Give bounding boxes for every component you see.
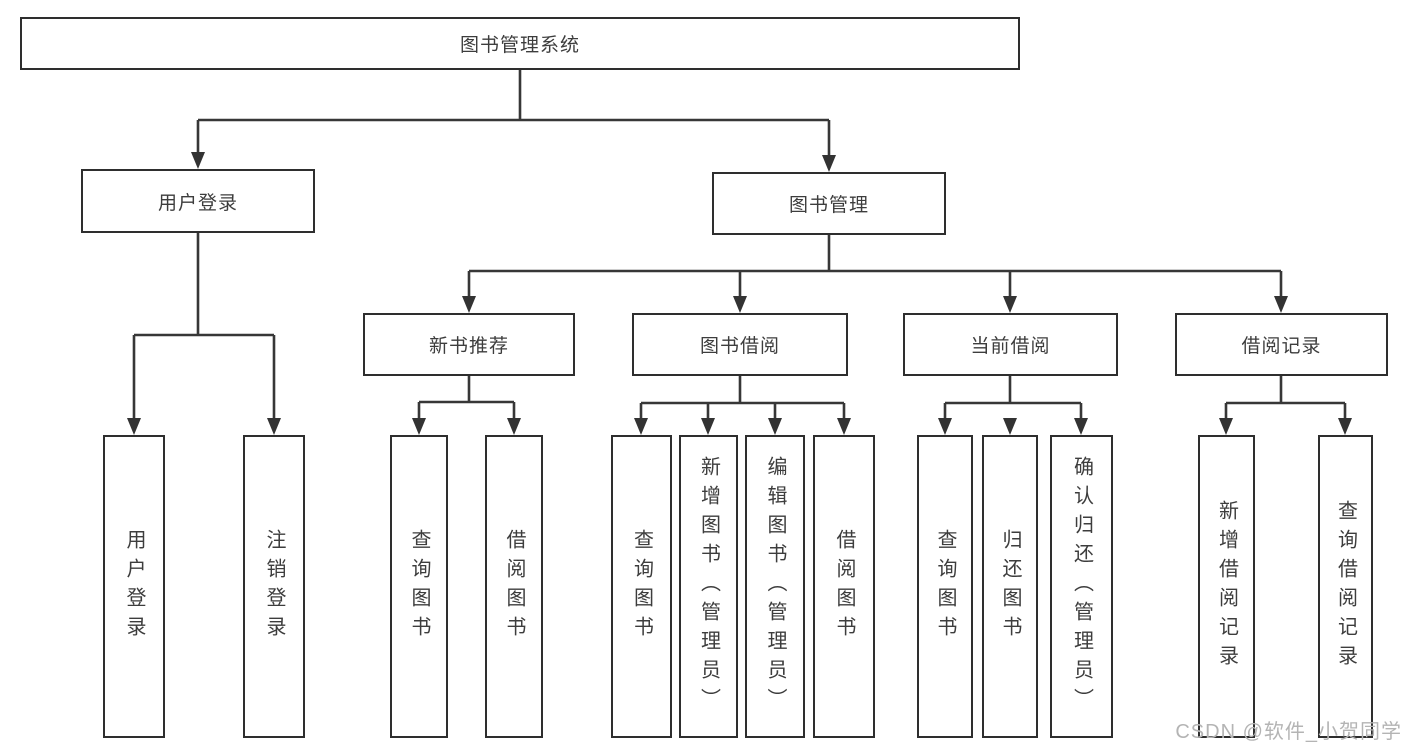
node-leaf-query-books-current: 查询图书: [917, 435, 973, 738]
node-leaf-confirm-return-admin: 确认归还（管理员）: [1050, 435, 1113, 738]
node-current-borrow: 当前借阅: [903, 313, 1118, 376]
node-leaf-add-book-admin: 新增图书（管理员）: [679, 435, 738, 738]
node-book-management-branch: 图书管理: [712, 172, 946, 235]
node-book-borrow: 图书借阅: [632, 313, 848, 376]
node-leaf-user-login: 用户登录: [103, 435, 165, 738]
node-leaf-query-books-recommend: 查询图书: [390, 435, 448, 738]
node-leaf-add-borrow-record: 新增借阅记录: [1198, 435, 1255, 738]
node-leaf-return-book: 归还图书: [982, 435, 1038, 738]
node-leaf-query-borrow-record: 查询借阅记录: [1318, 435, 1373, 738]
watermark: CSDN @软件_小贺同学: [1175, 721, 1402, 743]
node-user-login-branch: 用户登录: [81, 169, 315, 233]
node-new-book-recommend: 新书推荐: [363, 313, 575, 376]
node-leaf-query-books-borrow: 查询图书: [611, 435, 672, 738]
node-borrow-records: 借阅记录: [1175, 313, 1388, 376]
node-leaf-edit-book-admin: 编辑图书（管理员）: [745, 435, 805, 738]
node-root: 图书管理系统: [20, 17, 1020, 70]
node-leaf-logout: 注销登录: [243, 435, 305, 738]
node-leaf-borrow-books: 借阅图书: [813, 435, 875, 738]
node-leaf-borrow-books-recommend: 借阅图书: [485, 435, 543, 738]
